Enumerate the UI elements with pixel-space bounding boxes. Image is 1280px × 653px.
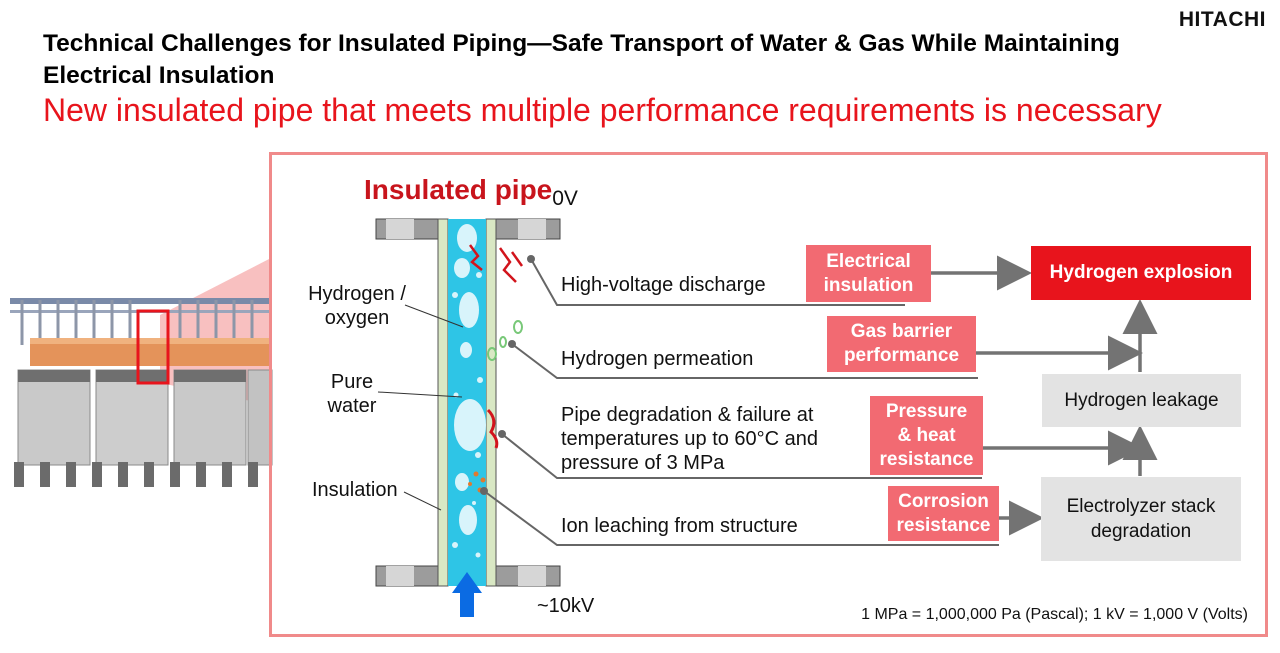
challenge-hydrogen-permeation: Hydrogen permeation: [561, 348, 754, 370]
connector-dots: [480, 255, 535, 495]
hitachi-logo: HITACHI: [1178, 8, 1266, 31]
crack-icon: [486, 408, 499, 449]
insulation-label: Insulation: [312, 479, 398, 501]
top-rail: [10, 298, 272, 304]
hydrogen-oxygen-label: Hydrogen / oxygen: [308, 283, 406, 329]
rack-feet: [14, 462, 258, 487]
top-flange: [375, 218, 561, 240]
pipe-label-leaders: [377, 304, 464, 511]
zoom-highlight-box: [136, 309, 170, 385]
top-voltage-label: 0V: [552, 187, 578, 210]
pure-water-label: Pure water: [327, 371, 377, 417]
slide-title: Technical Challenges for Insulated Pipin…: [43, 30, 1120, 89]
permeation-bubbles-icon: [487, 320, 523, 361]
challenge-high-voltage-discharge: High-voltage discharge: [561, 274, 766, 296]
challenge-ion-leaching: Ion leaching from structure: [561, 515, 798, 537]
slide-subtitle: New insulated pipe that meets multiple p…: [43, 92, 1162, 128]
rack-rods: [20, 300, 254, 345]
bottom-flange: [375, 565, 561, 587]
unit-footnote: 1 MPa = 1,000,000 Pa (Pascal); 1 kV = 1,…: [861, 606, 1248, 623]
pipe-heading: Insulated pipe0V: [364, 174, 578, 210]
discharge-spark-icon: [468, 244, 524, 283]
challenge-connectors: [483, 258, 999, 546]
outcome-hydrogen-explosion: Hydrogen explosion: [1031, 246, 1251, 300]
stack-cabinets: [17, 369, 273, 466]
challenge-pipe-degradation: Pipe degradation & failure at temperatur…: [561, 404, 819, 474]
flow-arrows: [931, 255, 1158, 536]
diagram-frame: [269, 152, 1268, 637]
outcome-hydrogen-leakage: Hydrogen leakage: [1042, 374, 1241, 427]
bottom-voltage-label: ~10kV: [537, 595, 595, 617]
inlet-arrow: [452, 572, 482, 617]
gas-bubbles: [452, 224, 486, 558]
